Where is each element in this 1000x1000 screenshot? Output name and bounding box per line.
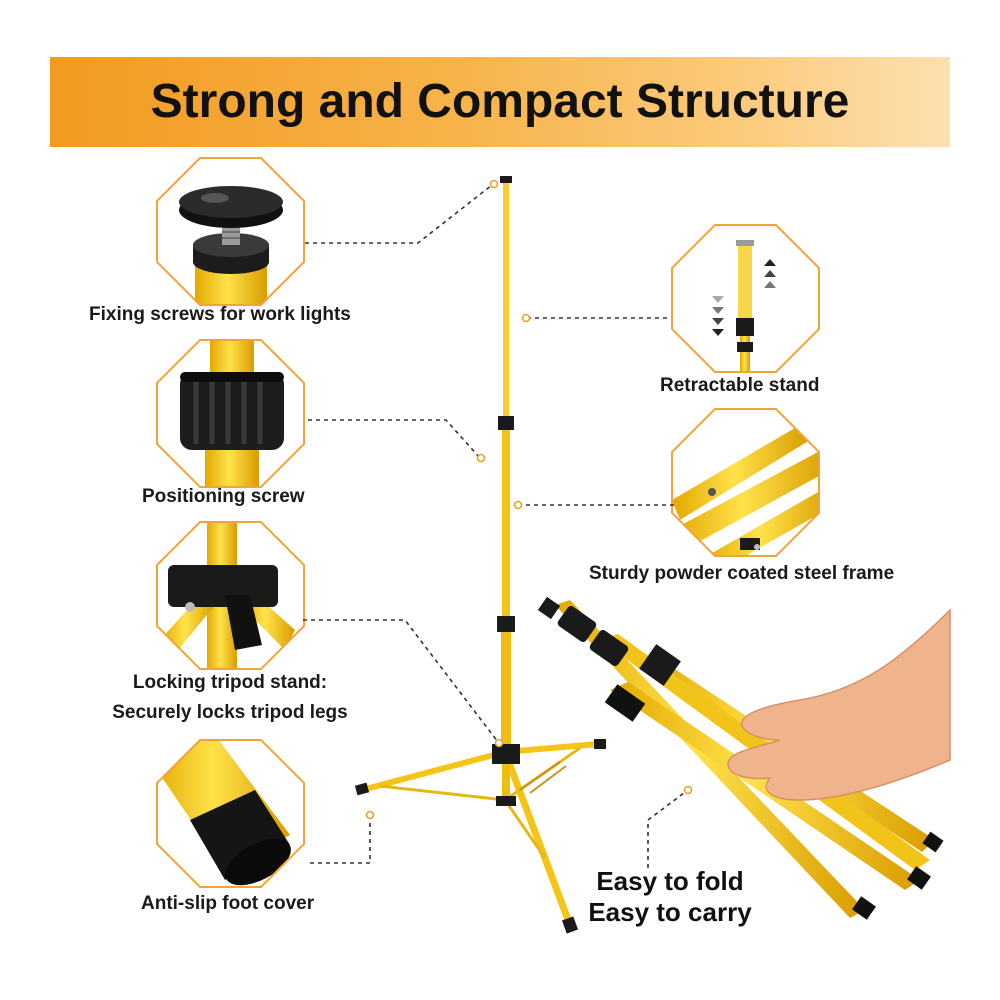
fixing-screw-detail xyxy=(156,157,305,306)
folded-tripod xyxy=(537,596,951,920)
retractable-stand-detail xyxy=(671,224,820,373)
steel-frame-detail xyxy=(671,408,820,557)
banner-title: Strong and Compact Structure xyxy=(150,75,850,128)
caption-carry: Easy to carry xyxy=(588,897,752,927)
caption-steel-frame: Sturdy powder coated steel frame xyxy=(589,563,895,584)
positioning-screw-detail xyxy=(156,339,305,488)
caption-positioning-screw: Positioning screw xyxy=(142,486,305,507)
foot-cover-detail xyxy=(156,739,305,888)
caption-locking-line2: Securely locks tripod legs xyxy=(112,702,348,723)
caption-fixing-screws: Fixing screws for work lights xyxy=(89,304,351,325)
locking-stand-detail xyxy=(156,521,305,670)
callout-lines xyxy=(303,184,689,868)
title-banner: Strong and Compact Structure xyxy=(50,57,950,147)
caption-retractable: Retractable stand xyxy=(660,375,820,396)
hand-image xyxy=(727,608,951,801)
tripod-stand xyxy=(354,176,606,934)
caption-fold: Easy to fold xyxy=(596,866,744,896)
caption-anti-slip: Anti-slip foot cover xyxy=(141,893,315,914)
caption-locking-line1: Locking tripod stand: xyxy=(132,672,328,693)
callout-endpoints xyxy=(365,179,693,820)
